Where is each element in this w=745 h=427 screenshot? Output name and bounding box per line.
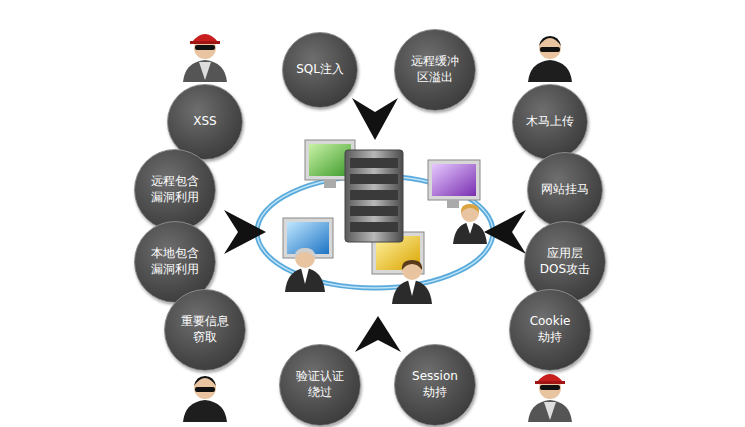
attack-circle: Cookie 劫持 [509,289,591,371]
user-figure [461,204,479,222]
hacker-figure [528,36,572,82]
user-figure [301,268,309,284]
server-tower [350,206,398,216]
server-tower [345,150,403,242]
hacker-figure [539,36,561,46]
hacker-figure [199,62,211,80]
user-figure [408,280,416,296]
attack-label: 木马上传 [526,114,574,130]
user-figure [285,248,325,292]
attack-label: Session 劫持 [403,369,467,400]
monitor-blue [283,218,333,258]
monitor-purple [432,164,476,196]
attack-circle: 网站挂马 [527,152,603,228]
attack-label: 重要信息 窃取 [173,314,237,345]
hacker-figure [528,374,572,422]
hacker-figure [183,400,227,422]
arrowhead [355,316,401,352]
server-tower [350,190,398,200]
hacker-figure [194,376,216,386]
hacker-figure [544,402,556,420]
hacker-figure [190,41,220,44]
arrowhead [484,210,526,254]
attack-label: Cookie 劫持 [518,314,582,345]
hacker-figure [535,381,565,384]
arrowhead [224,210,266,254]
user-figure [453,222,487,244]
server-tower [350,158,398,168]
monitor-purple [428,160,480,200]
server-tower [350,222,398,232]
attack-circle: 木马上传 [512,84,588,160]
attack-circle: 远程缓冲 区溢出 [394,29,476,111]
user-figure [295,248,315,258]
hacker-figure [528,60,572,82]
hacker-figure [183,376,227,422]
attack-circle: Session 劫持 [394,344,476,426]
server-tower [350,174,398,184]
attack-label: 本地包含 漏洞利用 [143,246,207,277]
user-figure [453,204,487,244]
user-figure [402,260,422,270]
attack-label: SQL注入 [296,62,344,78]
hacker-figure [183,34,227,82]
attack-label: 网站挂马 [541,182,589,198]
attack-label: XSS [193,114,216,130]
user-figure [392,260,432,304]
attack-circle: 验证认证 绕过 [279,344,361,426]
hacker-figure [539,37,561,59]
hacker-figure [540,47,560,52]
attack-circle: SQL注入 [282,32,358,108]
hacker-figure [540,385,560,390]
server-tower [345,150,403,242]
user-figure [461,204,479,213]
attack-label: 应用层 DOS攻击 [533,246,597,277]
hacker-figure [183,60,227,82]
attack-label: 验证认证 绕过 [288,369,352,400]
hacker-figure [528,400,572,422]
monitor-blue [283,218,333,258]
arrowhead [352,98,398,140]
user-figure [392,280,432,304]
hacker-figure [194,377,216,399]
attack-label: 远程包含 漏洞利用 [143,174,207,205]
user-figure [402,260,422,280]
attack-circle: 重要信息 窃取 [164,289,246,371]
hacker-figure [537,374,563,382]
monitor-green [324,180,336,188]
hacker-figure [195,387,215,392]
attack-circle: 远程包含 漏洞利用 [134,149,216,231]
attack-label: 远程缓冲 区溢出 [403,54,467,85]
user-figure [466,222,474,234]
monitor-purple [447,200,459,208]
hacker-figure [192,34,218,42]
user-figure [295,248,315,268]
hacker-figure [195,45,215,50]
monitor-purple [428,160,480,208]
user-figure [285,268,325,292]
